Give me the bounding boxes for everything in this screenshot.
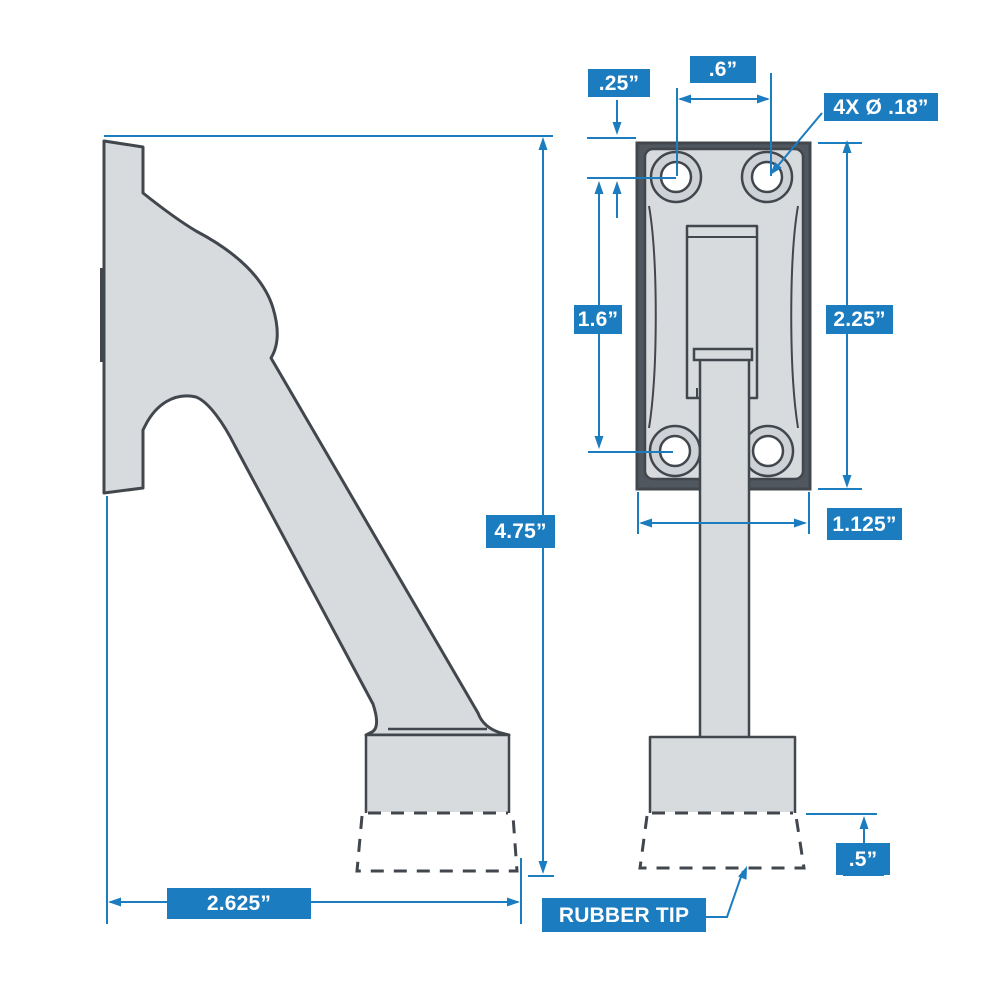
label-rubber-tip: RUBBER TIP (542, 898, 706, 932)
arrow-base-left (108, 897, 121, 907)
leader-rubber-tip (706, 870, 744, 918)
arrow-overall-bottom (538, 861, 548, 874)
arrow-base-right (507, 897, 520, 907)
arrow-tip-height-up (859, 816, 869, 829)
arrow-rubber-tip (738, 866, 747, 880)
dim-label-hole-spacing-vertical: 1.6” (574, 305, 622, 334)
screw-hole-bottom-right (751, 434, 785, 468)
front-view (635, 141, 812, 870)
leader-hole-callout (775, 112, 823, 169)
front-view-waist-contour-right (790, 205, 799, 429)
front-view-arm-edges (698, 360, 751, 737)
side-view-foot-fill (366, 735, 509, 812)
arrow-offset-up (612, 181, 622, 194)
arrow-overall-top (538, 137, 548, 150)
front-view-arm-fill (700, 360, 749, 737)
dim-label-hole-diameter-callout: 4X Ø .18” (824, 93, 938, 121)
side-view-wall-pad (100, 268, 105, 362)
dim-label-hole-spacing-horizontal: .6” (690, 56, 756, 83)
dimension-lines (104, 73, 884, 924)
front-view-foot-fill (650, 737, 795, 812)
arrow-plate-width-right (794, 518, 807, 528)
front-view-waist-contour-left (648, 205, 657, 429)
arrow-spacing-h-left (678, 94, 691, 104)
front-view-arm-pivot-cap (692, 347, 754, 362)
dim-label-hole-edge-offset: .25” (588, 69, 650, 97)
arrow-plate-height-top (842, 140, 852, 153)
side-view-body (102, 139, 511, 737)
side-view-foot-outline (364, 733, 511, 813)
arrow-spacing-v-bottom (594, 436, 604, 449)
arrow-spacing-h-right (757, 94, 770, 104)
dim-label-plate-width: 1.125” (827, 508, 902, 540)
rubber-tip-outline-front (638, 815, 806, 870)
front-view-foot-outline (648, 735, 797, 813)
dim-label-base-reach: 2.625” (167, 888, 311, 919)
dim-label-plate-height: 2.25” (826, 305, 893, 334)
arrow-offset-down (612, 122, 622, 135)
side-view (100, 139, 519, 873)
arrow-plate-width-left (639, 518, 652, 528)
dim-label-overall-height: 4.75” (486, 515, 555, 548)
rubber-tip-outline-side (355, 815, 519, 873)
arrow-spacing-v-top (594, 181, 604, 194)
arrow-plate-height-bottom (842, 475, 852, 488)
dim-label-rubber-tip-height: .5” (836, 843, 890, 875)
arrow-hole-callout (770, 162, 782, 175)
